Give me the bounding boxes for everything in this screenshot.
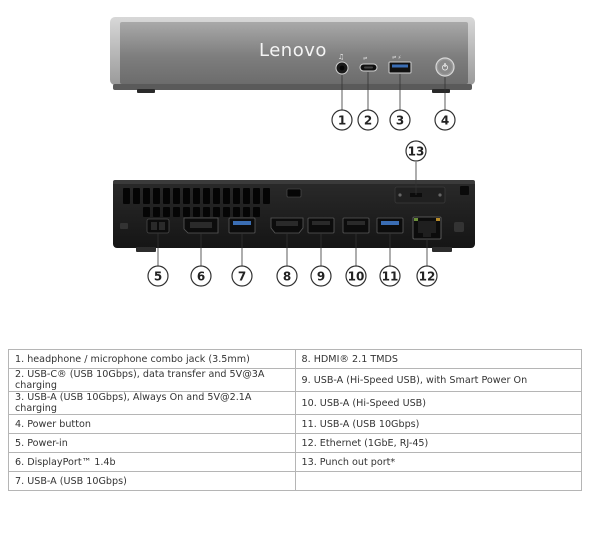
callout-7: 7 [231, 265, 253, 287]
callout-12: 12 [416, 265, 438, 287]
usb-a-front-port: ⇌ ⚡ [388, 55, 412, 74]
legend-row: 7. USB-A (USB 10Gbps) [8, 471, 582, 491]
front-base-strip [113, 84, 472, 90]
brand-logo: Lenovo [259, 40, 327, 61]
legend-item-2: 2. USB-C® (USB 10Gbps), data transfer an… [8, 368, 296, 392]
svg-text:5: 5 [154, 270, 162, 284]
svg-text:10: 10 [348, 270, 365, 284]
usb-c-icon: ⇌ [363, 56, 367, 62]
security-lock-slot [286, 188, 302, 198]
svg-text:6: 6 [197, 270, 205, 284]
usb-a-rear-port-3 [342, 217, 370, 234]
svg-text:9: 9 [317, 270, 325, 284]
legend-item-13: 13. Punch out port* [294, 452, 582, 472]
displayport-port [183, 217, 219, 234]
power-button [435, 57, 455, 77]
ethernet-port [412, 216, 442, 240]
callout-5: 5 [147, 265, 169, 287]
legend-item-5: 5. Power-in [8, 433, 296, 453]
ventilation-grille [123, 188, 270, 217]
front-view: Lenovo ♫ ⇌ ⇌ ⚡ [110, 17, 475, 110]
legend-item-7: 7. USB-A (USB 10Gbps) [8, 471, 296, 491]
device-diagram: Lenovo ♫ ⇌ ⇌ ⚡ [110, 17, 475, 287]
screw-hole-right [454, 222, 464, 232]
callout-2: 2 [357, 109, 379, 131]
svg-text:11: 11 [382, 270, 399, 284]
svg-text:2: 2 [364, 114, 372, 128]
audio-jack-port: ♫ [335, 53, 349, 75]
usb-a-rear-port-4 [376, 217, 404, 234]
svg-text:3: 3 [396, 114, 404, 128]
svg-text:4: 4 [441, 114, 449, 128]
callout-4: 4 [434, 109, 456, 131]
rear-foot-right [432, 247, 452, 252]
front-panel [120, 22, 468, 84]
svg-text:13: 13 [408, 145, 425, 159]
legend-item-empty [294, 471, 582, 491]
screw-hole-left [120, 223, 128, 229]
usb-a-rear-port-2 [307, 217, 335, 234]
port-legend-table: 1. headphone / microphone combo jack (3.… [8, 349, 582, 491]
headset-icon: ♫ [338, 53, 344, 61]
hdmi-port [270, 217, 304, 234]
legend-row: 1. headphone / microphone combo jack (3.… [8, 349, 582, 369]
legend-item-10: 10. USB-A (Hi-Speed USB) [294, 391, 582, 415]
callout-13: 13 [405, 140, 427, 162]
side-lock-slot [460, 186, 469, 195]
legend-item-3: 3. USB-A (USB 10Gbps), Always On and 5V@… [8, 391, 296, 415]
legend-row: 6. DisplayPort™ 1.4b 13. Punch out port* [8, 452, 582, 472]
front-foot-left [137, 89, 155, 93]
legend-item-9: 9. USB-A (Hi-Speed USB), with Smart Powe… [294, 368, 582, 392]
legend-row: 3. USB-A (USB 10Gbps), Always On and 5V@… [8, 391, 582, 415]
callout-11: 11 [379, 265, 401, 287]
rear-foot-left [136, 247, 156, 252]
svg-text:8: 8 [283, 270, 291, 284]
usb-a-rear-port-1 [228, 217, 256, 234]
legend-item-8: 8. HDMI® 2.1 TMDS [294, 349, 582, 369]
legend-item-12: 12. Ethernet (1GbE, RJ-45) [294, 433, 582, 453]
callout-10: 10 [345, 265, 367, 287]
usb-a-icon: ⇌ ⚡ [392, 55, 402, 61]
legend-item-6: 6. DisplayPort™ 1.4b [8, 452, 296, 472]
rear-view [113, 162, 475, 266]
callout-9: 9 [310, 265, 332, 287]
punch-out-port [394, 186, 446, 204]
legend-item-1: 1. headphone / microphone combo jack (3.… [8, 349, 296, 369]
power-icon [441, 64, 448, 71]
svg-text:1: 1 [338, 114, 346, 128]
svg-text:7: 7 [238, 270, 246, 284]
legend-row: 5. Power-in 12. Ethernet (1GbE, RJ-45) [8, 433, 582, 453]
power-in-port [146, 218, 170, 234]
front-foot-right [432, 89, 450, 93]
rear-chassis-edge [113, 180, 475, 184]
callout-3: 3 [389, 109, 411, 131]
callout-8: 8 [276, 265, 298, 287]
callout-6: 6 [190, 265, 212, 287]
legend-item-11: 11. USB-A (USB 10Gbps) [294, 414, 582, 434]
svg-text:12: 12 [419, 270, 436, 284]
legend-item-4: 4. Power button [8, 414, 296, 434]
usb-c-front-port: ⇌ [359, 56, 378, 72]
legend-row: 2. USB-C® (USB 10Gbps), data transfer an… [8, 368, 582, 392]
legend-row: 4. Power button 11. USB-A (USB 10Gbps) [8, 414, 582, 434]
callout-1: 1 [331, 109, 353, 131]
